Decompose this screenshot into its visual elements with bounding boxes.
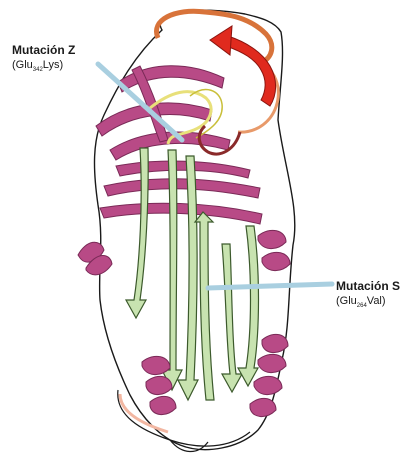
callout-s-subtitle: (Glu264Val) — [336, 294, 400, 313]
left-helix — [78, 242, 112, 275]
callout-z-subtitle: (Glu342Lys) — [12, 58, 75, 77]
callout-s-title: Mutación S — [336, 279, 400, 294]
callout-mutation-z: Mutación Z (Glu342Lys) — [12, 43, 75, 77]
red-arrow-strand — [226, 36, 276, 106]
callout-z-title: Mutación Z — [12, 43, 75, 58]
middle-beta-sheet — [100, 161, 262, 224]
callout-mutation-s: Mutación S (Glu264Val) — [336, 279, 400, 313]
red-arrow-head — [210, 26, 232, 55]
